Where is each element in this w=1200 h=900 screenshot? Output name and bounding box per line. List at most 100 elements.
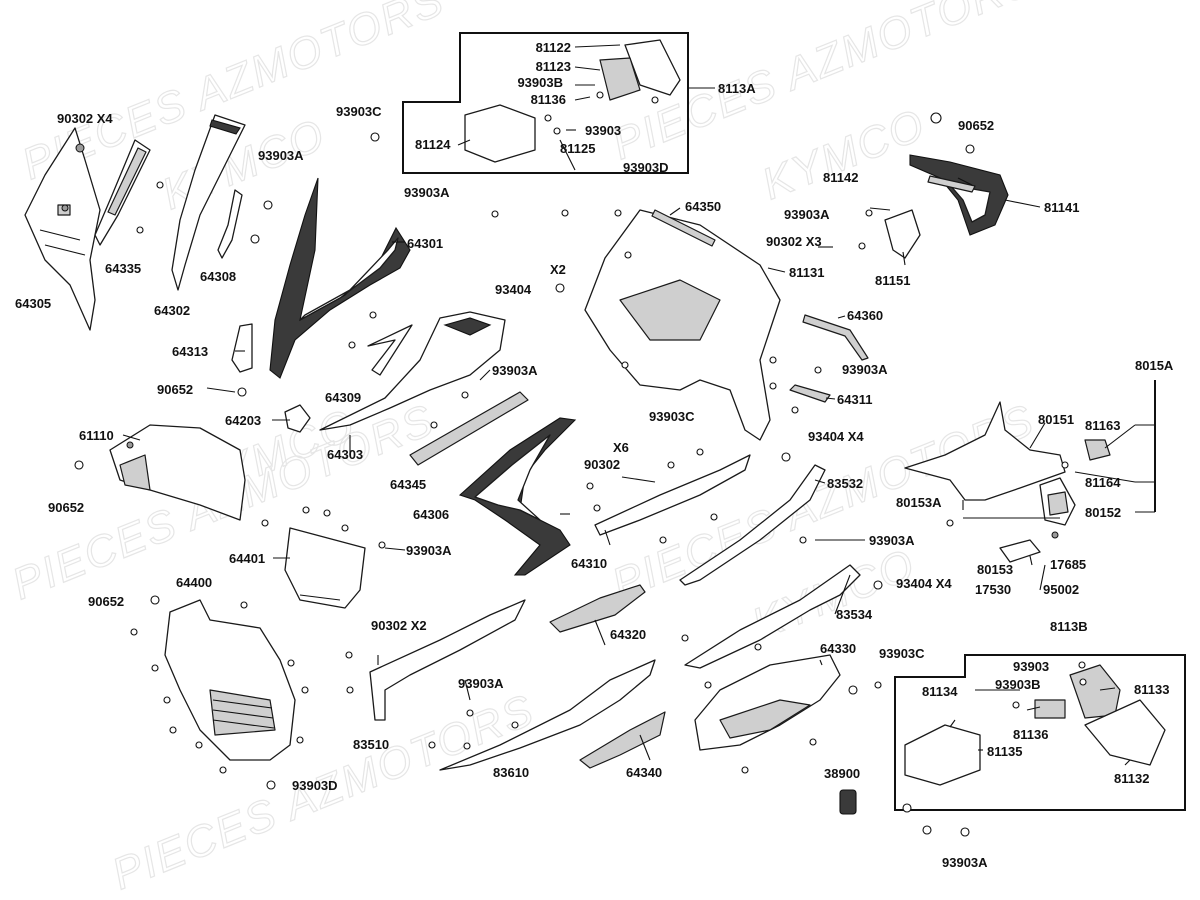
part-64308-bracket bbox=[217, 189, 243, 259]
part-64313-lens bbox=[231, 323, 253, 373]
label-80153A: 80153A bbox=[896, 495, 942, 510]
callout-labels: 90302 X4 64305 64335 64302 64308 93903C … bbox=[15, 40, 1174, 870]
label-64310: 64310 bbox=[571, 556, 607, 571]
label-83510: 83510 bbox=[353, 737, 389, 752]
label-93903C-top: 93903C bbox=[336, 104, 382, 119]
group-box-8113B bbox=[894, 654, 1186, 811]
label-64350: 64350 bbox=[685, 199, 721, 214]
label-93903A-a: 93903A bbox=[258, 148, 304, 163]
label-8113A: 8113A bbox=[718, 81, 756, 96]
label-93903B-b: 93903B bbox=[995, 677, 1041, 692]
label-93903-b: 93903 bbox=[1013, 659, 1049, 674]
label-93903D-top: 93903D bbox=[623, 160, 669, 175]
part-81122-cover bbox=[599, 39, 681, 101]
label-64320: 64320 bbox=[610, 627, 646, 642]
label-81151: 81151 bbox=[875, 273, 910, 288]
part-64303-side-cover bbox=[319, 311, 506, 431]
label-93903A-d: 93903A bbox=[458, 676, 504, 691]
label-x6: X6 bbox=[613, 440, 629, 455]
label-90652-right: 90652 bbox=[958, 118, 994, 133]
part-64306-v-panel bbox=[458, 417, 577, 576]
fastener-set bbox=[61, 91, 1087, 837]
label-90302-x2: 90302 X2 bbox=[371, 618, 427, 633]
label-83610: 83610 bbox=[493, 765, 529, 780]
label-93903D-bottom-left: 93903D bbox=[292, 778, 338, 793]
part-80152-bracket bbox=[1039, 477, 1076, 526]
label-64313: 64313 bbox=[172, 344, 208, 359]
label-93404-x4-b: 93404 X4 bbox=[896, 576, 952, 591]
label-81131: 81131 bbox=[789, 265, 824, 280]
part-64203-clip bbox=[284, 404, 311, 433]
label-93903-top: 93903 bbox=[585, 123, 621, 138]
part-64320-cover bbox=[549, 584, 646, 633]
label-93903A-h: 93903A bbox=[784, 207, 830, 222]
watermark-text: KYMCO bbox=[755, 100, 932, 210]
bracket-8015A bbox=[1135, 380, 1156, 513]
label-80151: 80151 bbox=[1038, 412, 1074, 427]
part-64335-strip bbox=[94, 139, 151, 246]
part-64310-rail bbox=[594, 454, 751, 536]
label-81125: 81125 bbox=[560, 141, 595, 156]
label-93903A-b: 93903A bbox=[492, 363, 538, 378]
label-90302-x4: 90302 X4 bbox=[57, 111, 113, 126]
part-81163-block bbox=[1084, 439, 1111, 461]
part-64400-inner-front bbox=[164, 599, 296, 761]
part-38900-connector bbox=[839, 789, 857, 815]
part-64309-trim bbox=[367, 324, 413, 376]
part-83532-rail bbox=[679, 464, 826, 586]
part-81132-cover bbox=[1084, 699, 1166, 766]
label-93903A-g: 93903A bbox=[869, 533, 915, 548]
label-64303: 64303 bbox=[327, 447, 363, 462]
label-8113B: 8113B bbox=[1050, 619, 1088, 634]
part-80153-plate bbox=[999, 539, 1041, 563]
label-17685: 17685 bbox=[1050, 557, 1086, 572]
label-64360: 64360 bbox=[847, 308, 883, 323]
part-81151-cover bbox=[884, 209, 921, 259]
part-inner-leg-shield bbox=[584, 209, 781, 441]
part-64350-trim bbox=[651, 209, 716, 247]
label-81135: 81135 bbox=[987, 744, 1022, 759]
label-93903A-c: 93903A bbox=[406, 543, 452, 558]
part-81135-box bbox=[904, 724, 981, 786]
label-64309: 64309 bbox=[325, 390, 361, 405]
label-64345: 64345 bbox=[390, 477, 426, 492]
part-64302-side-panel bbox=[171, 114, 246, 291]
part-83510-rail bbox=[369, 599, 526, 721]
label-61110: 61110 bbox=[79, 428, 114, 443]
part-64401-bracket bbox=[284, 527, 366, 609]
label-64311: 64311 bbox=[837, 392, 872, 407]
part-61110-inner-box bbox=[109, 424, 246, 521]
part-64345-trim-strip bbox=[409, 391, 529, 466]
group-box-8113A bbox=[402, 32, 715, 174]
part-64301-front-v bbox=[269, 177, 411, 379]
part-81133-bracket bbox=[1069, 664, 1121, 719]
label-95002: 95002 bbox=[1043, 582, 1079, 597]
label-81123: 81123 bbox=[536, 59, 571, 74]
label-81136-b: 81136 bbox=[1013, 727, 1048, 742]
part-81141-grab-rail bbox=[909, 154, 1009, 236]
part-81136-clip-b bbox=[1034, 699, 1066, 719]
part-64340-cover bbox=[579, 711, 666, 769]
label-64203: 64203 bbox=[225, 413, 261, 428]
part-81124-box bbox=[464, 104, 536, 163]
part-83534-rail bbox=[684, 564, 861, 669]
label-64335: 64335 bbox=[105, 261, 141, 276]
label-93903A-bottom: 93903A bbox=[942, 855, 988, 870]
part-80151-rear-fender bbox=[904, 401, 1066, 501]
label-64401: 64401 bbox=[229, 551, 265, 566]
label-83534: 83534 bbox=[836, 607, 873, 622]
label-64400: 64400 bbox=[176, 575, 212, 590]
label-64302: 64302 bbox=[154, 303, 190, 318]
label-81133: 81133 bbox=[1134, 682, 1169, 697]
label-93903A-f: 93903A bbox=[842, 362, 888, 377]
label-64305: 64305 bbox=[15, 296, 51, 311]
part-81142-plate bbox=[927, 175, 976, 193]
label-83532: 83532 bbox=[827, 476, 863, 491]
part-83610-floor-side bbox=[439, 659, 656, 771]
label-90652-c: 90652 bbox=[88, 594, 124, 609]
label-93903B-top: 93903B bbox=[517, 75, 563, 90]
label-81163: 81163 bbox=[1085, 418, 1120, 433]
part-64330-floor bbox=[694, 654, 841, 751]
label-x2: X2 bbox=[550, 262, 566, 277]
